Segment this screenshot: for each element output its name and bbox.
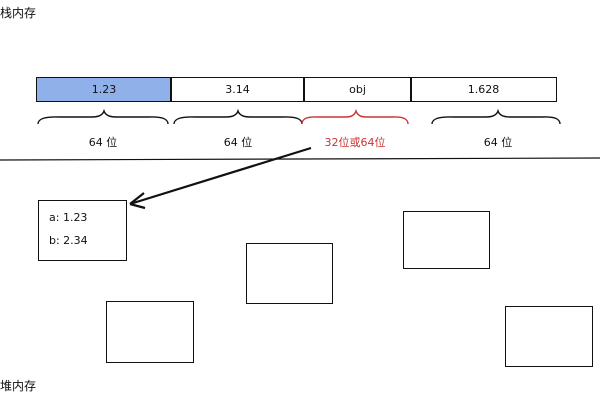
stack-cell-value: 1.23 [91,83,117,96]
divider-line [0,157,600,161]
stack-cell-value: 3.14 [225,83,250,96]
brace-label-1: 64 位 [223,136,253,149]
brace-label-0: 64 位 [88,136,118,149]
brace-label-3: 64 位 [483,136,513,149]
brace-label-obj: 32位或64位 [324,136,386,149]
stack-cell-value: obj [349,83,366,96]
heap-box [505,306,593,367]
stack-cell-0: 1.23 [36,77,172,102]
stack-memory-title: 栈内存 [0,6,37,20]
brace-3 [431,108,561,125]
heap-box [246,243,333,304]
heap-box [106,301,194,363]
stack-cell-value: 1.628 [467,83,500,96]
heap-memory-title: 堆内存 [0,379,37,393]
heap-box [403,211,490,269]
stack-cell-obj: obj [303,77,412,102]
heap-object-box: a: 1.23 b: 2.34 [38,200,127,261]
arrow-head [129,192,146,210]
brace-0 [37,108,169,125]
stack-cell-3: 1.628 [410,77,557,102]
brace-obj [301,108,409,125]
object-field-a: a: 1.23 [49,211,88,224]
object-field-b: b: 2.34 [49,234,88,247]
reference-arrow [129,146,312,206]
brace-1 [173,108,303,125]
stack-cell-1: 3.14 [170,77,305,102]
